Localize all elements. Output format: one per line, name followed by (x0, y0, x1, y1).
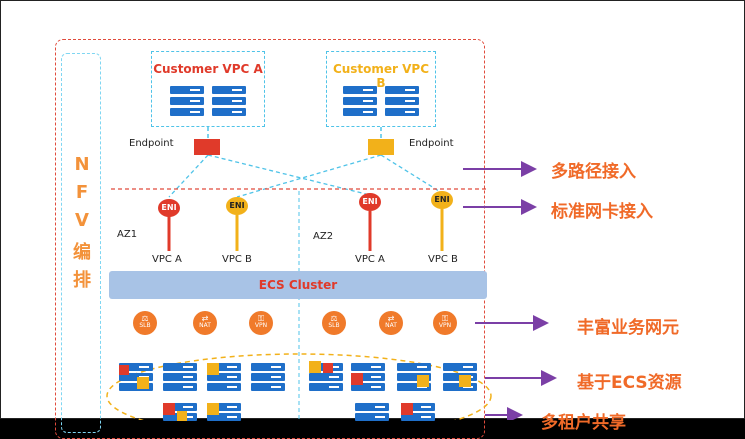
az2-vpc-a-label: VPC A (355, 254, 385, 265)
server-icon (170, 97, 204, 105)
server-icon (163, 403, 197, 411)
server-icon (207, 383, 241, 391)
server-icon (207, 413, 241, 421)
server-icon (309, 373, 343, 381)
vpc-a-tag (401, 403, 413, 415)
vpc-b-tag (137, 377, 149, 389)
nfv-char-bian: 编 (73, 242, 91, 263)
vpc-a-tag (163, 403, 175, 415)
server-icon (251, 363, 285, 371)
server-icon (207, 373, 241, 381)
server-icon (401, 403, 435, 411)
resource-pool-az1 (119, 363, 299, 423)
server-icon (170, 108, 204, 116)
vpc-a-tag (119, 365, 129, 375)
label-standard-nic-access: 标准网卡接入 (551, 202, 653, 222)
server-icon (163, 373, 197, 381)
server-icon (385, 97, 419, 105)
server-icon (163, 363, 197, 371)
slb-icon: ⚖SLB (322, 311, 346, 335)
az1-vpc-b-label: VPC B (222, 254, 252, 265)
server-icon (343, 97, 377, 105)
server-icon (443, 363, 477, 371)
vpc-b-tag (207, 403, 219, 415)
customer-vpc-b-box: Customer VPC B (326, 51, 436, 127)
server-icon (212, 108, 246, 116)
server-icon (251, 383, 285, 391)
vpc-b-tag (459, 375, 471, 387)
server-icon (351, 363, 385, 371)
endpoint-b-to-az2-eni-line (380, 154, 443, 194)
vpc-a-tag (351, 373, 363, 385)
az2-eni-a: ENI (359, 193, 381, 211)
nfv-char-pai: 排 (73, 270, 91, 291)
az1-label: AZ1 (117, 229, 138, 240)
vpc-b-tag (177, 411, 187, 421)
server-icon (385, 86, 419, 94)
endpoint-a-to-az1-eni-line (168, 154, 209, 198)
vpn-icon: ⚿VPN (433, 311, 457, 335)
server-icon (207, 363, 241, 371)
server-icon (397, 363, 431, 371)
server-icon (443, 383, 477, 391)
server-icon (163, 383, 197, 391)
server-icon (351, 373, 385, 381)
az2-vpc-b-label: VPC B (428, 254, 458, 265)
resource-pool-az2 (309, 359, 489, 421)
server-icon (355, 413, 389, 421)
vpc-b-tag (417, 375, 429, 387)
az1-eni-b: ENI (226, 197, 248, 215)
label-ecs-based-resources: 基于ECS资源 (577, 373, 682, 393)
vpc-b-tag (309, 361, 321, 373)
server-icon (251, 373, 285, 381)
vpn-icon: ⚿VPN (249, 311, 273, 335)
server-icon (351, 383, 385, 391)
server-icon (170, 86, 204, 94)
endpoint-b-to-az1-eni-line (236, 154, 382, 198)
endpoint-b-icon (368, 139, 394, 155)
az2-label: AZ2 (313, 231, 334, 242)
az1-vpc-a-label: VPC A (152, 254, 182, 265)
ecs-cluster-bar: ECS Cluster (109, 271, 487, 299)
server-icon (207, 403, 241, 411)
endpoint-a-icon (194, 139, 220, 155)
label-rich-network-elements: 丰富业务网元 (577, 318, 679, 338)
nfv-char-f: F (75, 182, 89, 203)
customer-vpc-a-title: Customer VPC A (153, 62, 263, 76)
vpc-a-tag (323, 363, 333, 373)
server-icon (401, 413, 435, 421)
nfv-char-n: N (74, 154, 90, 175)
connector-layer (106, 127, 557, 420)
server-icon (385, 108, 419, 116)
az1-eni-a: ENI (158, 199, 180, 217)
endpoint-b-label: Endpoint (409, 138, 454, 149)
server-icon (212, 97, 246, 105)
server-icon (397, 383, 431, 391)
resource-pool-ellipse (106, 353, 492, 420)
server-icon (343, 86, 377, 94)
server-icon (355, 403, 389, 411)
az2-eni-b: ENI (431, 191, 453, 209)
label-multipath-access: 多路径接入 (551, 162, 636, 182)
server-icon (119, 363, 153, 371)
slb-icon: ⚖SLB (133, 311, 157, 335)
server-icon (212, 86, 246, 94)
customer-vpc-b-title: Customer VPC B (332, 62, 430, 90)
nat-icon: ⇄NAT (379, 311, 403, 335)
vpc-b-tag (207, 363, 219, 375)
server-icon (343, 108, 377, 116)
endpoint-a-label: Endpoint (129, 138, 174, 149)
label-multi-tenant-shared: 多租户共享 (541, 413, 626, 433)
customer-vpc-a-box: Customer VPC A (151, 51, 265, 127)
nat-icon: ⇄NAT (193, 311, 217, 335)
nfv-char-v: V (75, 210, 89, 231)
server-icon (309, 383, 343, 391)
ecs-cluster-label: ECS Cluster (258, 278, 338, 292)
